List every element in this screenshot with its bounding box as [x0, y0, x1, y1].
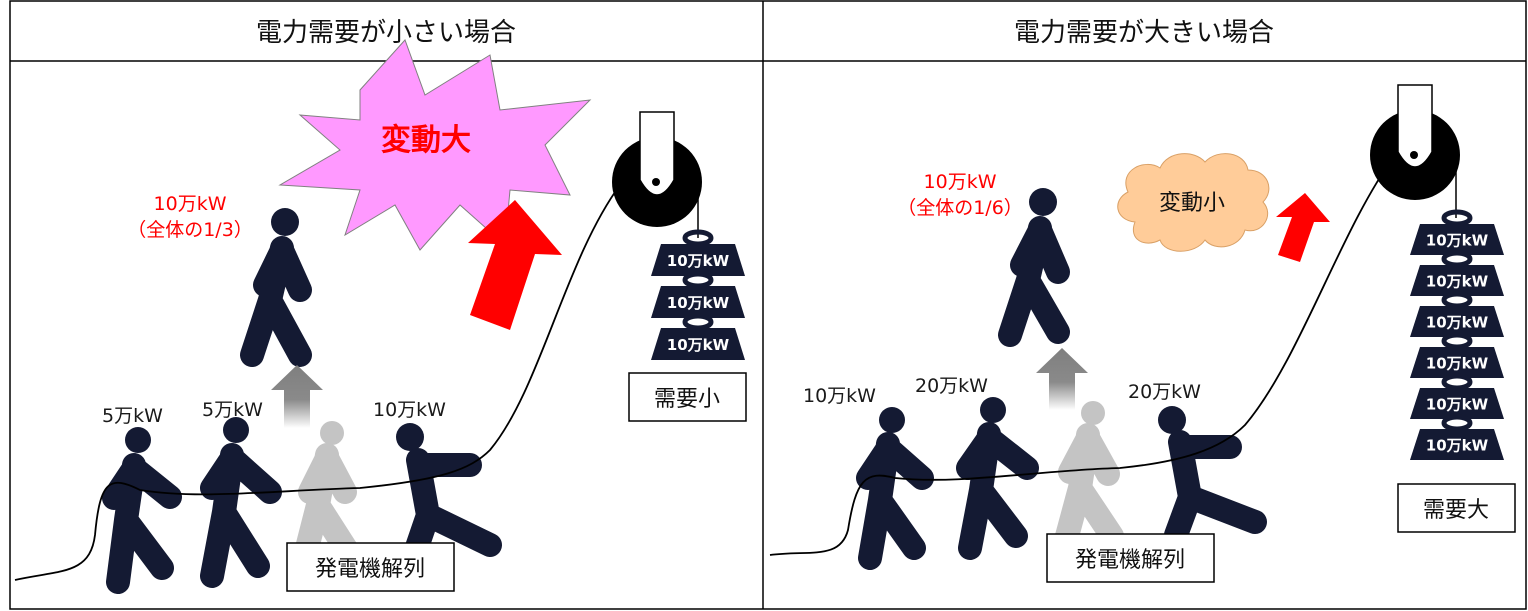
left-weight-label-2: 10万kW [667, 294, 730, 312]
left-highlight-capacity: 10万kW [154, 193, 227, 215]
left-weight-2: 10万kW [651, 271, 745, 318]
right-weight-6: 10万kW [1410, 414, 1504, 460]
right-weight-3: 10万kW [1410, 291, 1504, 337]
left-weight-stack: 10万kW 10万kW 10万kW [651, 229, 745, 360]
variation-cloud-shape [1117, 153, 1270, 252]
disconnect-arrow-right [1036, 348, 1088, 410]
right-weight-label-3: 10万kW [1426, 314, 1489, 332]
right-generator-capacity-3: 20万kW [1128, 381, 1201, 403]
variation-small-label: 変動小 [1159, 191, 1225, 216]
right-weight-label-2: 10万kW [1426, 273, 1489, 291]
left-rope [14, 184, 621, 581]
disconnected-generator-figure-right [1054, 401, 1124, 552]
right-weight-label-6: 10万kW [1426, 437, 1489, 455]
right-weight-1: 10万kW [1410, 209, 1504, 255]
walking-away-figure [240, 208, 312, 367]
small-change-arrow [1276, 193, 1330, 262]
right-demand-box [1397, 483, 1516, 533]
large-change-arrow [468, 200, 562, 330]
right-pulley [1370, 84, 1460, 218]
right-disconnect-label: 発電機解列 [1075, 548, 1185, 573]
left-panel: 変動大 10万kW （全体の1/3） [14, 39, 747, 594]
left-demand-box [628, 372, 747, 422]
generator-figure-3 [396, 423, 502, 565]
outer-frame [9, 0, 1527, 610]
left-highlight-share: （全体の1/3） [127, 219, 253, 241]
left-weight-label-1: 10万kW [667, 252, 730, 270]
generator-figure-1 [102, 427, 182, 594]
left-weight-1: 10万kW [651, 229, 745, 276]
right-weight-label-4: 10万kW [1426, 355, 1489, 373]
left-generator-capacity-1: 5万kW [102, 405, 163, 427]
generator-figure-right-2 [956, 397, 1039, 560]
left-disconnect-box [286, 542, 455, 592]
left-generator-capacity-2: 5万kW [202, 399, 263, 421]
right-panel: 変動小 10万kW （全体の1/6） [769, 84, 1516, 583]
right-weight-label-1: 10万kW [1426, 232, 1489, 250]
generator-figure-2 [200, 417, 282, 588]
right-weight-4: 10万kW [1410, 332, 1504, 378]
right-rope [769, 154, 1396, 556]
right-highlight-share: （全体の1/6） [897, 197, 1023, 219]
right-panel-title: 電力需要が大きい場合 [1014, 18, 1274, 48]
right-generator-capacity-1: 10万kW [803, 385, 876, 407]
right-weight-label-5: 10万kW [1426, 396, 1489, 414]
variation-burst-shape [278, 39, 592, 251]
left-weight-3: 10万kW [651, 313, 745, 360]
right-weight-stack: 10万kW 10万kW 10万kW 10万kW 10万kW 10万kW [1410, 209, 1504, 460]
left-generator-capacity-3: 10万kW [373, 399, 446, 421]
left-demand-label: 需要小 [654, 387, 720, 412]
variation-large-label: 変動大 [381, 123, 471, 158]
disconnect-arrow [271, 365, 323, 428]
right-weight-5: 10万kW [1410, 373, 1504, 419]
generator-figure-right-1 [856, 407, 934, 570]
left-disconnect-label: 発電機解列 [315, 557, 425, 582]
walking-away-figure-right [998, 188, 1070, 347]
left-panel-title: 電力需要が小さい場合 [256, 18, 516, 48]
generator-figure-right-3 [1158, 406, 1267, 547]
right-highlight-capacity: 10万kW [924, 171, 997, 193]
right-demand-label: 需要大 [1423, 498, 1489, 523]
right-disconnect-box [1046, 533, 1215, 583]
left-pulley [612, 111, 702, 238]
right-generator-capacity-2: 20万kW [915, 375, 988, 397]
disconnected-generator-figure [292, 421, 362, 572]
left-weight-label-3: 10万kW [667, 336, 730, 354]
right-weight-2: 10万kW [1410, 250, 1504, 296]
